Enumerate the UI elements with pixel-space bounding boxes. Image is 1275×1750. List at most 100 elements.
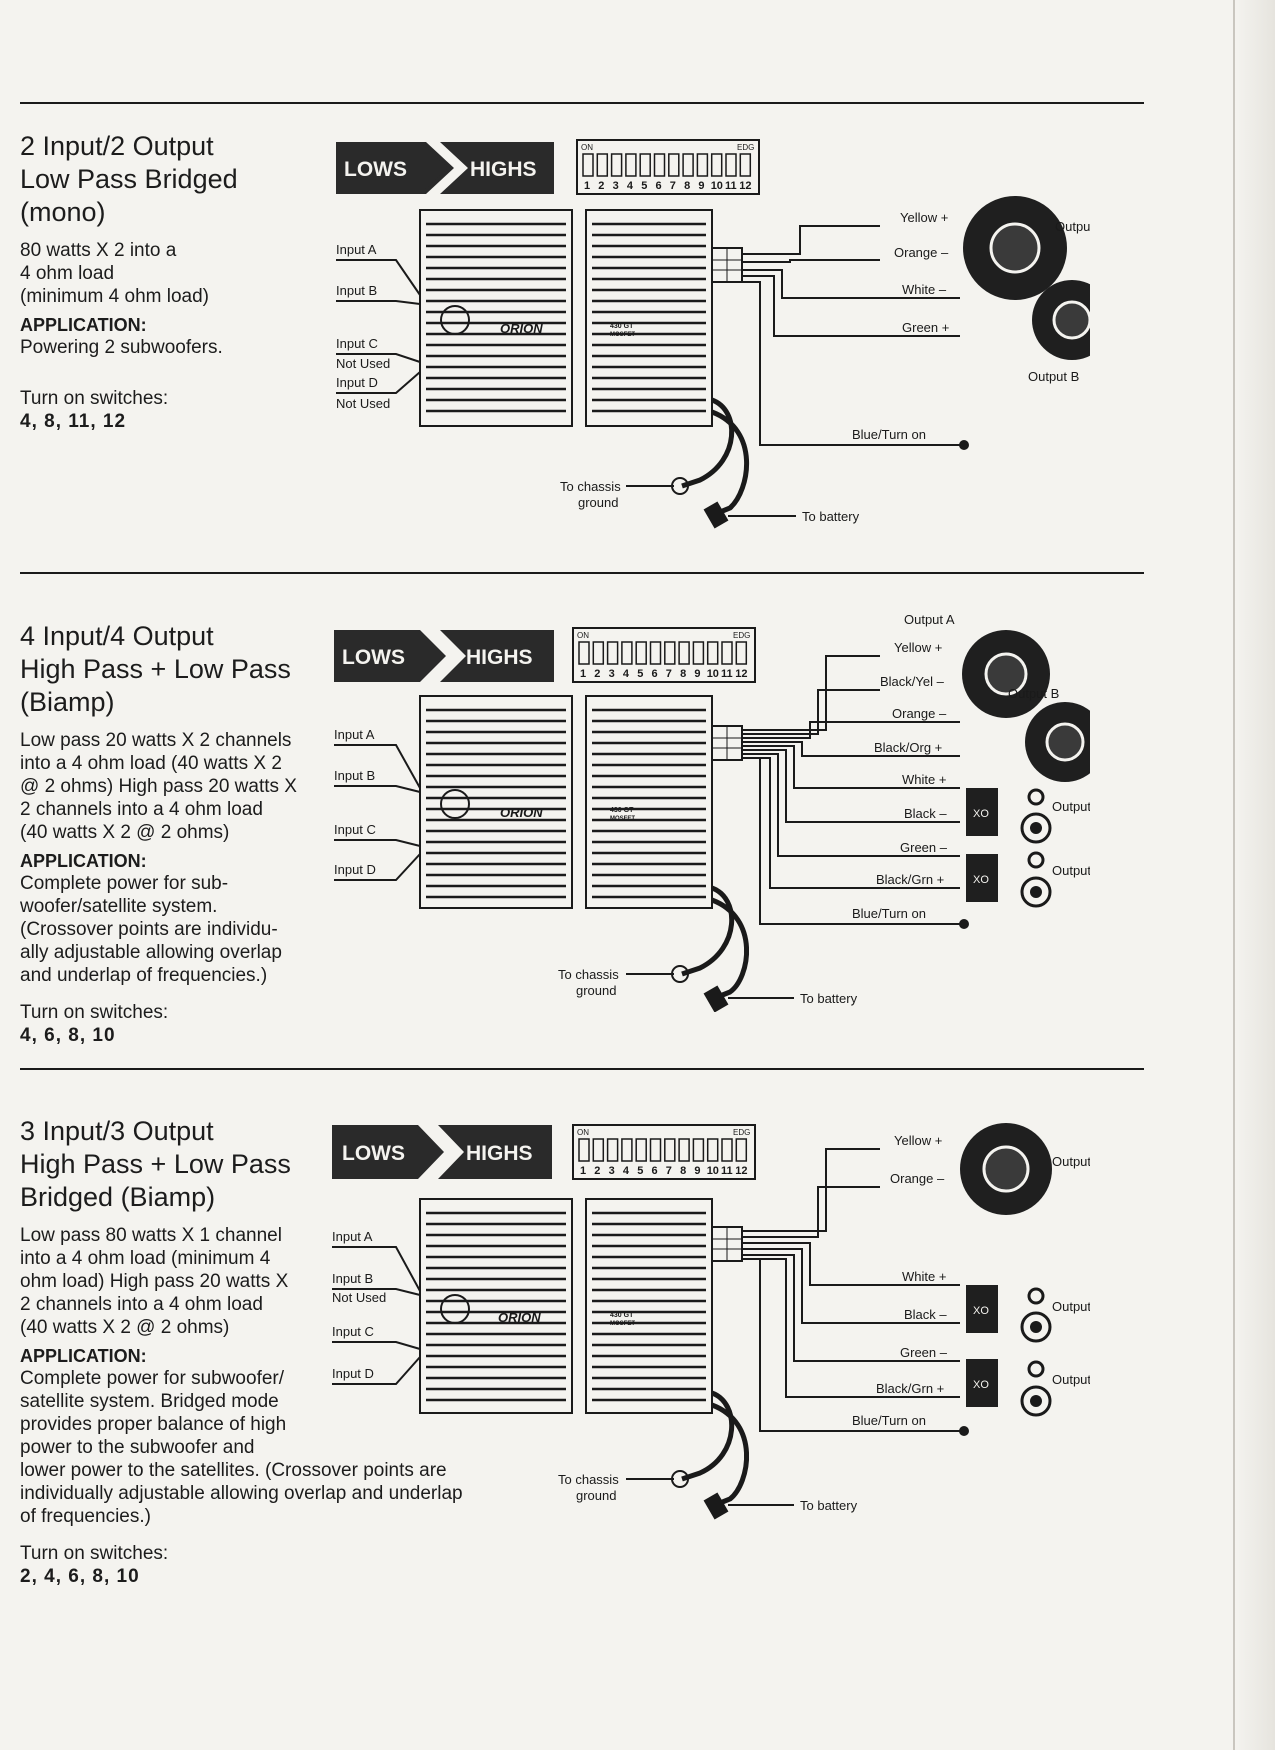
application-text: Complete power for sub- woofer/satellite… — [20, 873, 282, 986]
battery-label: To battery — [800, 991, 858, 1006]
switch-on-label: ON — [581, 143, 593, 152]
switch-number: 4 — [623, 1165, 630, 1177]
section-description: 80 watts X 2 into a 4 ohm load (minimum … — [20, 240, 209, 307]
wire-label: Black – — [904, 1307, 947, 1322]
heatsink-fins — [426, 708, 706, 899]
output-label: Output D — [1052, 1372, 1090, 1387]
power-wires: To chassis ground To battery — [560, 397, 860, 529]
wire-label: Green – — [900, 1345, 948, 1360]
switch-number: 3 — [609, 668, 615, 680]
amp-model: 430 GT — [610, 1312, 634, 1319]
amp-sub: MOSFET — [610, 816, 635, 822]
divider — [20, 102, 1144, 104]
highs-label: HIGHS — [466, 646, 533, 669]
switch-number: 2 — [594, 668, 600, 680]
heatsink-fins — [426, 222, 706, 413]
blue-turn-on-label: Blue/Turn on — [852, 427, 926, 442]
divider — [20, 1068, 1144, 1070]
switch-brand-label: EDG — [737, 143, 754, 152]
ground-label: ground — [576, 983, 616, 998]
switch-number: 8 — [684, 180, 690, 192]
switch-cell — [706, 1138, 719, 1162]
input-label: Not Used — [336, 396, 390, 411]
switch-cell — [649, 641, 662, 665]
input-label: Input C — [336, 336, 378, 351]
section-description: Low pass 80 watts X 1 channel into a 4 o… — [20, 1225, 289, 1338]
wire-label: White – — [902, 282, 947, 297]
switch-brand-label: EDG — [733, 1128, 750, 1137]
switch-values: 4, 6, 8, 10 — [20, 1025, 116, 1046]
switch-cell — [582, 153, 594, 177]
wire-label: Black/Yel – — [880, 674, 945, 689]
input-label: Input A — [336, 242, 377, 257]
highs-label: HIGHS — [466, 1142, 533, 1165]
input-labels: Input A Input B Input C Input D — [334, 727, 421, 881]
switch-cell — [735, 641, 748, 665]
amplifier: ORION 430 GT MOSFET — [419, 695, 743, 909]
switch-cell — [578, 641, 590, 665]
chassis-label: To chassis — [558, 967, 619, 982]
switch-cell — [653, 153, 666, 177]
input-label: Input C — [334, 822, 376, 837]
speaker-wires: Yellow + Orange – White – Green + Output… — [742, 196, 1090, 450]
xo-label: XO — [973, 874, 989, 886]
xo-label: XO — [973, 1305, 989, 1317]
switch-number: 2 — [594, 1165, 600, 1177]
power-wires: To chassis ground To battery — [558, 885, 858, 1012]
lows-label: LOWS — [344, 158, 407, 181]
switch-cell — [692, 641, 705, 665]
switch-number: 3 — [613, 180, 619, 192]
switch-number: 10 — [711, 180, 723, 192]
switch-cell — [721, 641, 733, 665]
switch-cell — [725, 153, 737, 177]
application-heading: APPLICATION: — [20, 315, 147, 335]
input-label: Input D — [336, 375, 378, 390]
chassis-label: To chassis — [558, 1472, 619, 1487]
ground-label: ground — [578, 495, 618, 510]
switch-number: 4 — [627, 180, 634, 192]
output-label: Output D — [1052, 863, 1090, 878]
page-edge — [1233, 0, 1275, 1750]
section-text: 3 Input/3 Output High Pass + Low Pass Br… — [20, 1115, 520, 1588]
switch-cell — [578, 1138, 590, 1162]
switch-values: 4, 8, 11, 12 — [20, 411, 127, 432]
xo-label: XO — [973, 808, 989, 820]
battery-label: To battery — [800, 1498, 858, 1513]
switch-number: 11 — [721, 1165, 733, 1177]
switch-cell — [739, 153, 752, 177]
switch-number: 1 — [584, 180, 590, 192]
ground-label: ground — [576, 1488, 616, 1503]
switch-number: 11 — [721, 668, 733, 680]
blue-turn-on-label: Blue/Turn on — [852, 1413, 926, 1428]
section-description: Low pass 20 watts X 2 channels into a 4 … — [20, 730, 297, 843]
wire-label: Black/Org + — [874, 740, 942, 755]
wire-label: Black – — [904, 806, 947, 821]
switch-number: 2 — [598, 180, 604, 192]
switch-cell — [592, 1138, 605, 1162]
lows-highs-badge: LOWS HIGHS — [336, 142, 554, 194]
lows-highs-badge: LOWS HIGHS — [334, 630, 554, 682]
wire-label: Black/Grn + — [876, 872, 944, 887]
wire-label: Orange – — [894, 245, 949, 260]
switch-number: 9 — [694, 1165, 700, 1177]
amplifier: ORION 430 GT MOSFET — [419, 209, 743, 427]
switch-cell — [592, 641, 605, 665]
input-label: Input A — [334, 727, 375, 742]
switch-cell — [621, 1138, 633, 1162]
amp-sub: MOSFET — [610, 1321, 635, 1327]
amp-brand: ORION — [500, 805, 543, 820]
switch-number: 6 — [652, 1165, 658, 1177]
switch-label: Turn on switches: — [20, 1543, 169, 1564]
application-heading: APPLICATION: — [20, 851, 147, 871]
switch-cell — [621, 641, 633, 665]
section-title: 2 Input/2 Output Low Pass Bridged (mono) — [20, 131, 238, 227]
switch-cell — [625, 153, 637, 177]
wire-label: White + — [902, 772, 946, 787]
input-label: Input D — [332, 1366, 374, 1381]
